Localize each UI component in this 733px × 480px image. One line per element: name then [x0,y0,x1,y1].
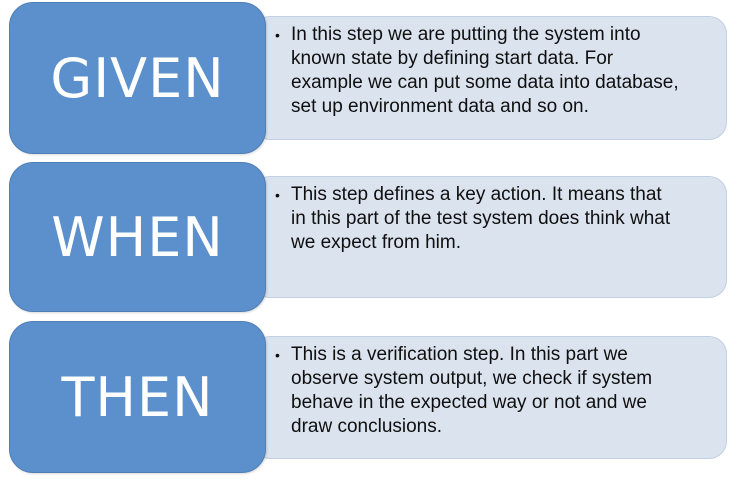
given-description-box: • In this step we are putting the system… [252,16,727,140]
when-description-box: • This step defines a key action. It mea… [252,176,727,298]
then-description: This is a verification step. In this par… [291,344,653,437]
then-bullet-item: • This is a verification step. In this p… [275,343,716,439]
when-description: This step defines a key action. It means… [291,184,671,253]
given-label: GIVEN [50,46,225,110]
given-bullet-item: • In this step we are putting the system… [275,23,716,119]
bullet-dot-icon: • [275,187,280,203]
then-label-box: THEN [9,321,266,473]
step-then: • This is a verification step. In this p… [0,321,733,473]
given-description: In this step we are putting the system i… [291,24,679,117]
given-label-box: GIVEN [9,2,266,154]
then-description-box: • This is a verification step. In this p… [252,336,727,459]
step-given: • In this step we are putting the system… [0,2,733,154]
bullet-dot-icon: • [275,27,280,43]
when-label: WHEN [51,205,224,269]
step-when: • This step defines a key action. It mea… [0,162,733,312]
when-label-box: WHEN [9,162,266,312]
bullet-dot-icon: • [275,347,280,363]
when-bullet-item: • This step defines a key action. It mea… [275,183,716,255]
then-label: THEN [61,365,214,429]
